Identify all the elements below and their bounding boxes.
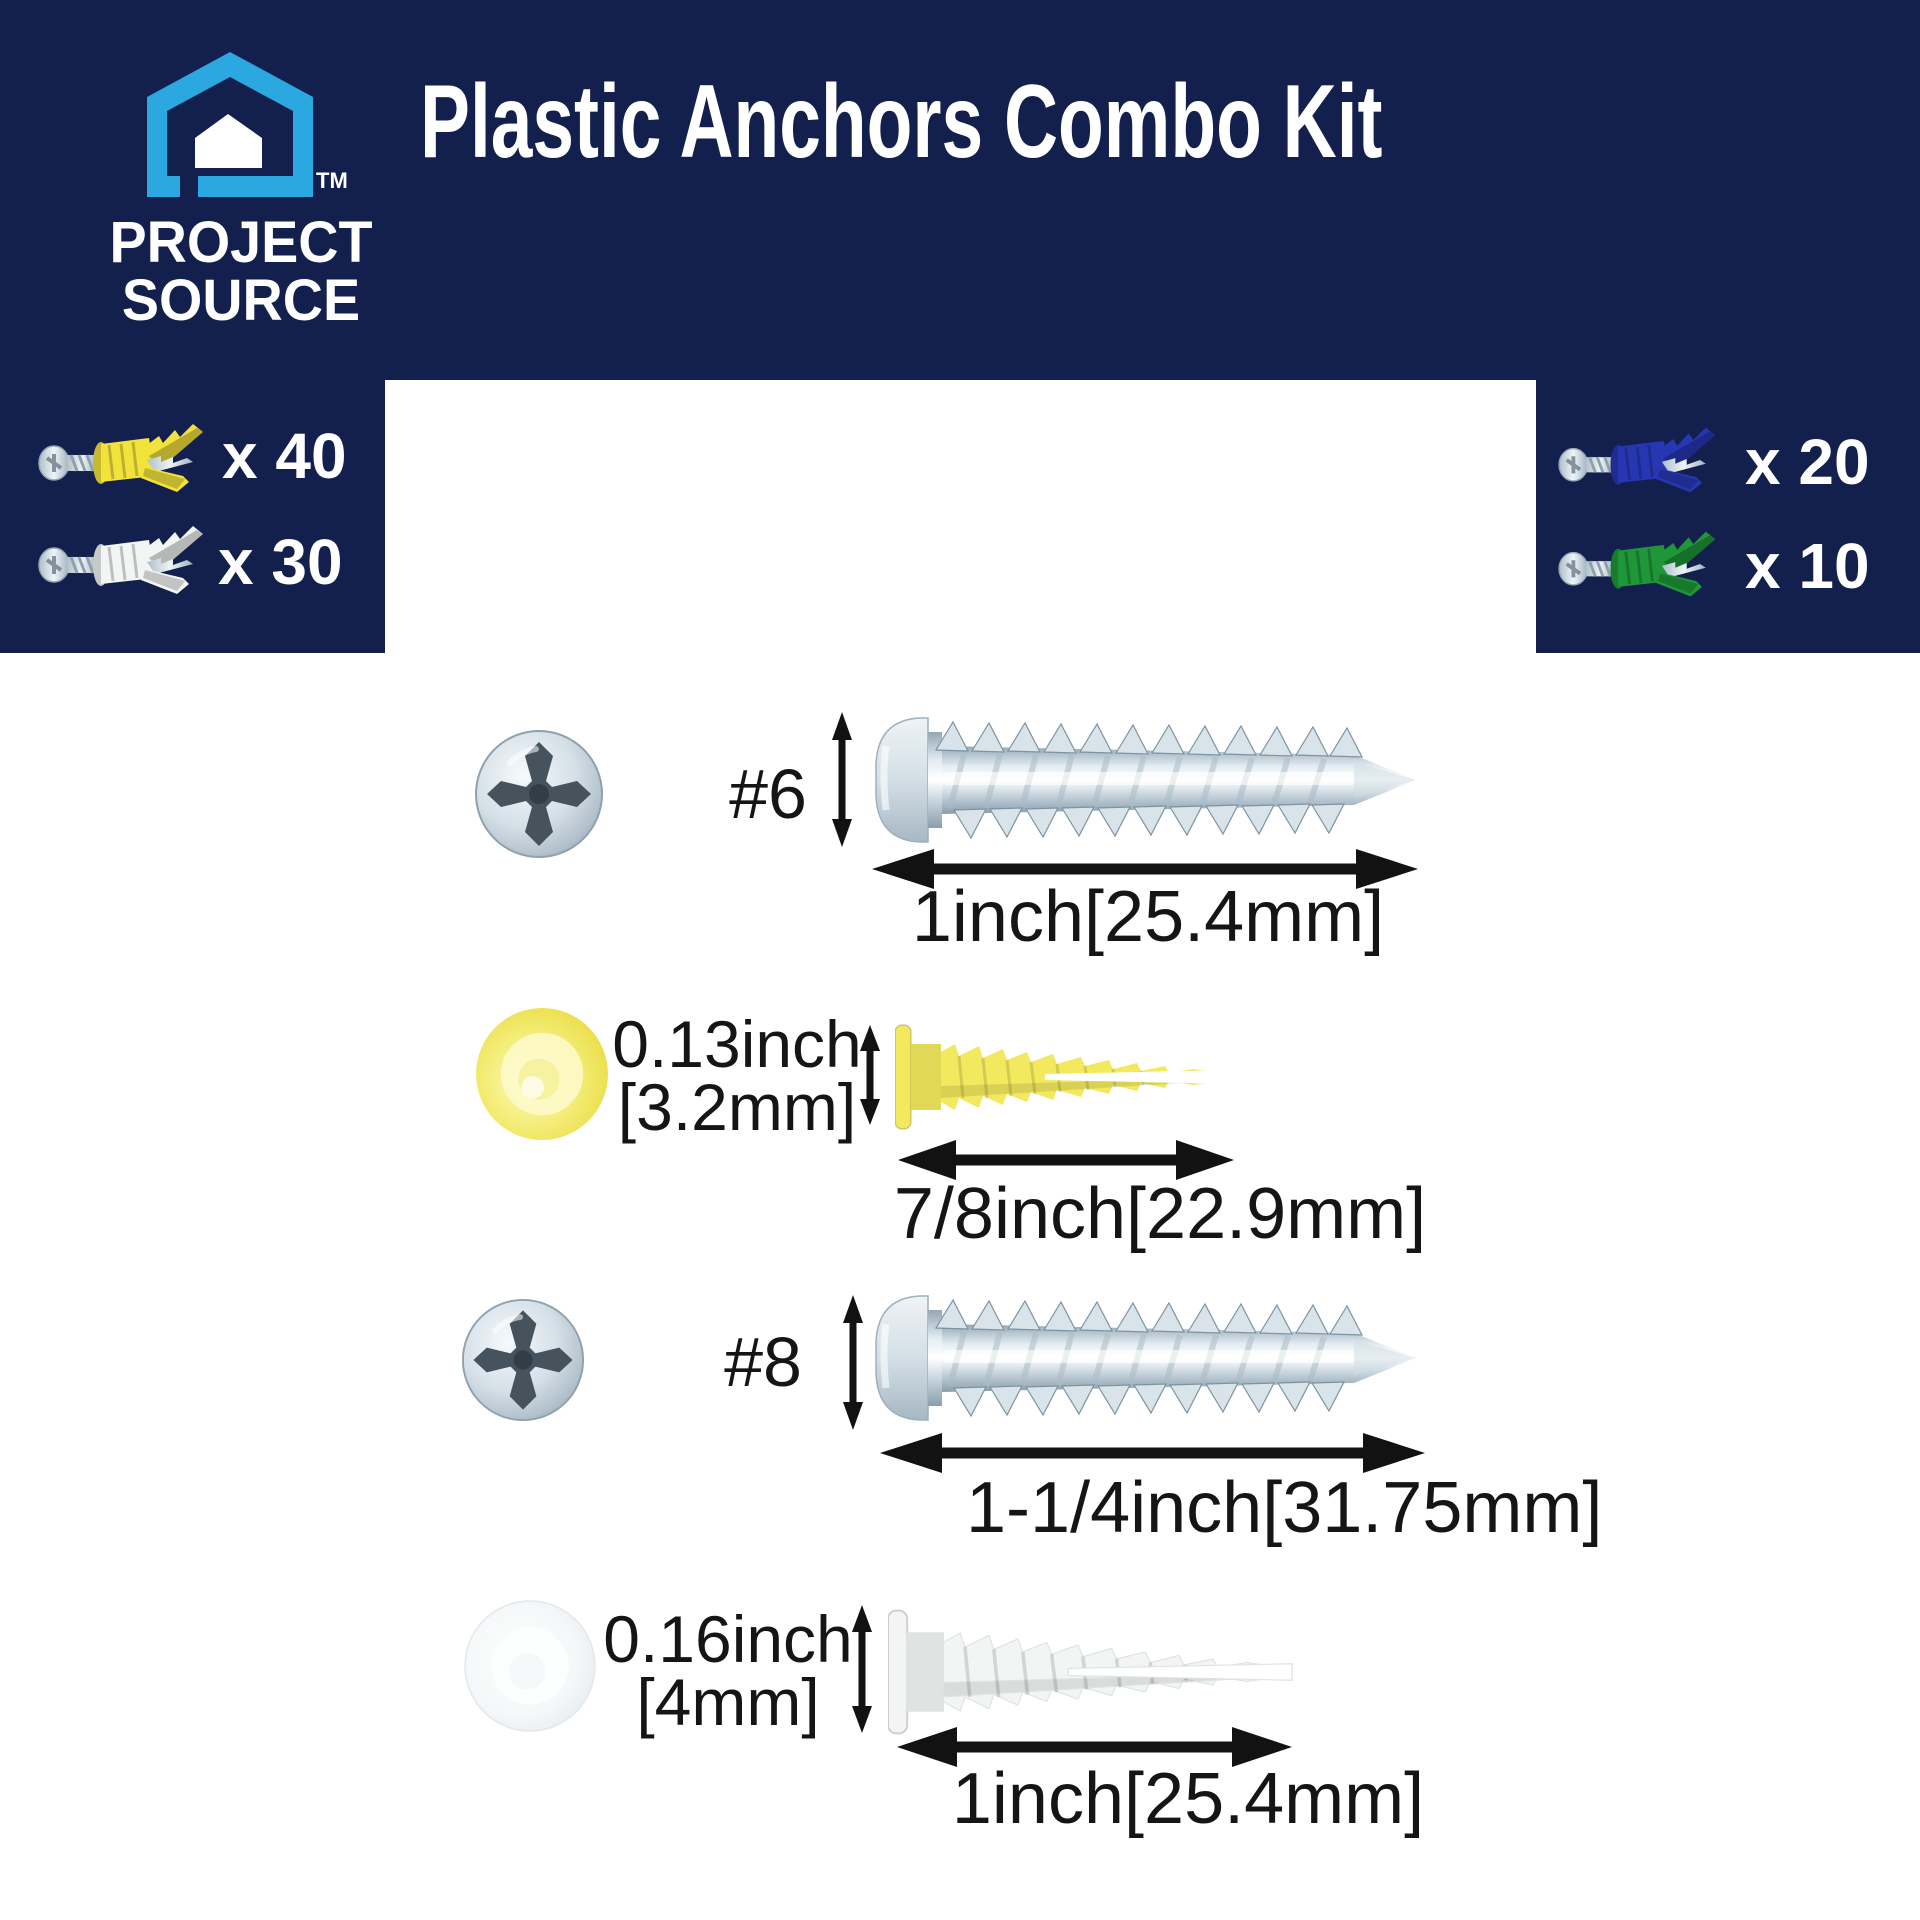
screw8-length-label: 1-1/4inch[31.75mm] xyxy=(966,1468,1603,1548)
screw8-side-image xyxy=(872,1288,1416,1428)
screw6-size-label: #6 xyxy=(729,755,807,833)
green-anchor-icon xyxy=(1556,524,1726,604)
yellow-anchor-diameter-label: 0.13inch [3.2mm] xyxy=(587,1007,887,1144)
white-anchor-icon xyxy=(37,518,213,602)
brand-name-line2: SOURCE xyxy=(121,268,361,333)
white-anchor-top-view xyxy=(464,1600,596,1732)
trademark-symbol: TM xyxy=(316,168,348,193)
white-anchor-side-image xyxy=(888,1607,1297,1737)
white-anchor-height-arrow xyxy=(852,1605,872,1733)
white-anchor-length-arrow xyxy=(897,1727,1292,1767)
yellow-anchor-icon xyxy=(37,416,213,500)
content-white-area xyxy=(385,380,1536,653)
white-anchor-length-label: 1inch[25.4mm] xyxy=(951,1759,1425,1839)
screw8-height-arrow xyxy=(843,1295,863,1430)
blue-anchor-count: x 20 xyxy=(1745,426,1870,498)
screw6-length-arrow xyxy=(872,849,1418,889)
screw6-side-image xyxy=(872,710,1416,850)
white-anchor-count: x 30 xyxy=(218,526,343,598)
white-anchor-diameter-mm: [4mm] xyxy=(636,1665,820,1739)
green-anchor-count: x 10 xyxy=(1745,530,1870,602)
yellow-anchor-length-arrow xyxy=(898,1140,1234,1180)
screw8-head-top-view xyxy=(461,1298,585,1422)
yellow-anchor-side-image xyxy=(895,1022,1235,1132)
white-anchor-diameter-inch: 0.16inch xyxy=(603,1602,853,1676)
yellow-anchor-height-arrow xyxy=(860,1025,880,1125)
screw6-height-arrow xyxy=(832,712,852,847)
blue-anchor-icon xyxy=(1556,420,1726,500)
screw8-length-arrow xyxy=(880,1433,1425,1473)
project-source-house-icon xyxy=(147,52,313,197)
yellow-anchor-diameter-inch: 0.13inch xyxy=(612,1007,862,1081)
brand-name-line1: PROJECT xyxy=(109,210,373,275)
yellow-anchor-count: x 40 xyxy=(222,420,347,492)
screw8-size-label: #8 xyxy=(724,1323,802,1401)
page-title: Plastic Anchors Combo Kit xyxy=(420,64,1383,180)
yellow-anchor-length-label: 7/8inch[22.9mm] xyxy=(893,1174,1427,1254)
white-anchor-diameter-label: 0.16inch [4mm] xyxy=(578,1602,878,1739)
screw6-head-top-view xyxy=(474,729,604,859)
screw6-length-label: 1inch[25.4mm] xyxy=(911,877,1385,957)
yellow-anchor-diameter-mm: [3.2mm] xyxy=(617,1070,857,1144)
